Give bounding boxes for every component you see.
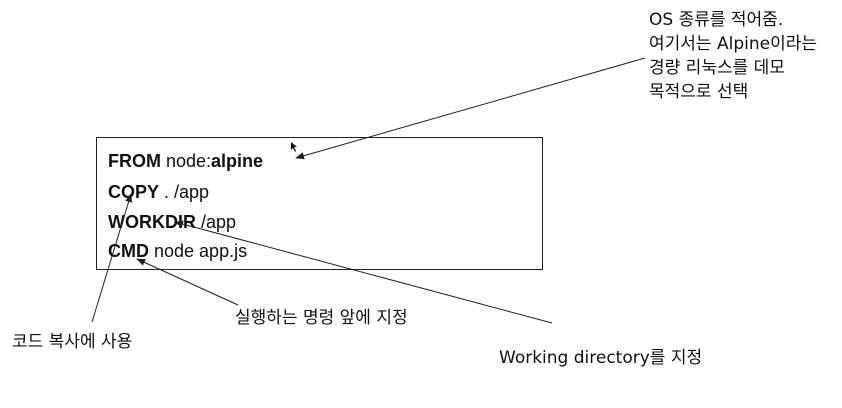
os-annotation: OS 종류를 적어줌. 여기서는 Alpine이라는 경량 리눅스를 데모 목적…	[649, 8, 817, 104]
os-annotation-line: OS 종류를 적어줌.	[649, 10, 784, 30]
os-annotation-line: 여기서는 Alpine이라는	[649, 34, 817, 54]
os-annotation-line: 경량 리눅스를 데모	[649, 58, 785, 78]
copy-annotation: 코드 복사에 사용	[12, 332, 133, 352]
code-line-workdir: WORKDIR /app	[108, 211, 236, 233]
cmd-arrow	[136, 258, 239, 306]
workdir-annotation: Working directory를 지정	[499, 348, 703, 368]
from-text: node:	[161, 151, 212, 171]
keyword-workdir: WORKDIR	[108, 212, 196, 232]
keyword-copy: COPY	[108, 182, 160, 202]
copy-text: . /app	[159, 182, 210, 202]
code-line-cmd: CMD node app.js	[108, 240, 247, 262]
os-arrow	[295, 57, 646, 160]
copy-arrow	[91, 193, 133, 323]
mouse-cursor-icon	[291, 142, 297, 152]
dockerfile-box	[96, 137, 543, 270]
workdir-text: /app	[196, 212, 237, 232]
os-annotation-line: 목적으로 선택	[649, 82, 749, 102]
cmd-text: node app.js	[149, 241, 248, 261]
from-image-tag: alpine	[211, 151, 264, 171]
cmd-annotation: 실행하는 명령 앞에 지정	[235, 308, 408, 328]
keyword-from: FROM	[108, 151, 161, 171]
workdir-arrow	[174, 220, 553, 324]
keyword-cmd: CMD	[108, 241, 149, 261]
code-line-copy: COPY . /app	[108, 181, 209, 203]
code-line-from: FROM node:alpine	[108, 150, 263, 172]
